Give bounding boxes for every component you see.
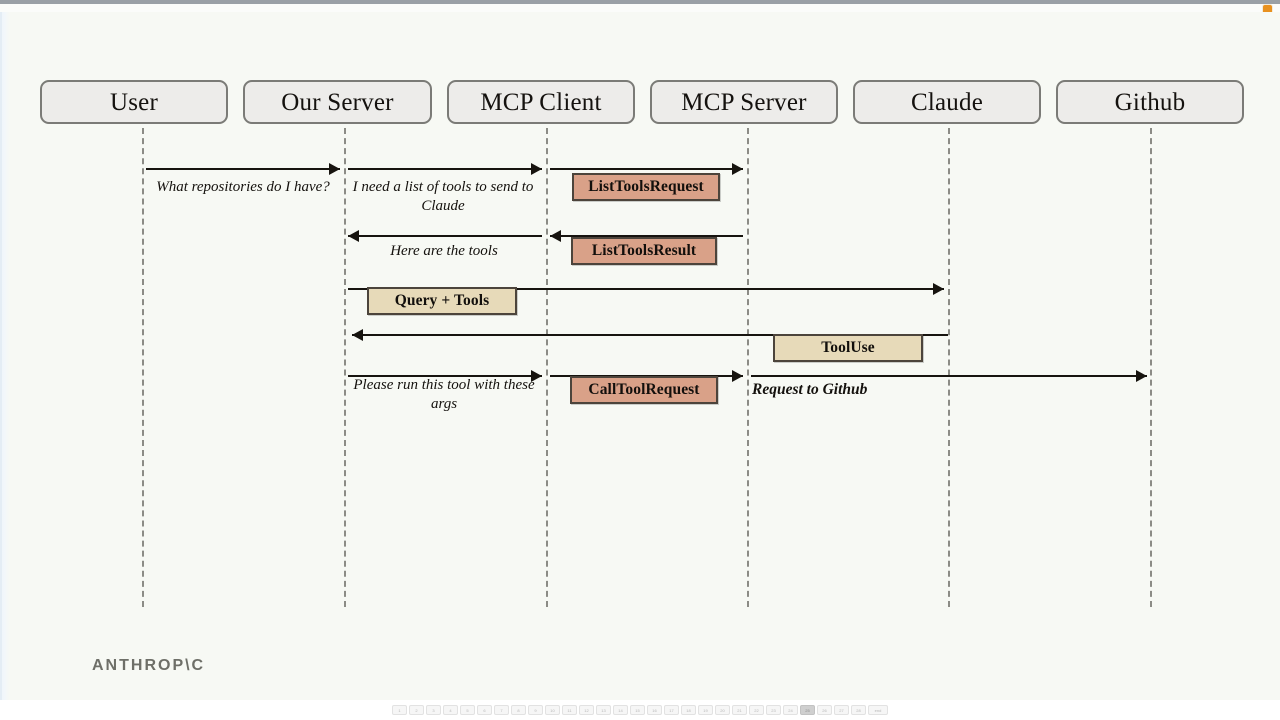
- participant-github: Github: [1056, 80, 1244, 124]
- payload-label: Query + Tools: [394, 292, 490, 310]
- arrow-line-m10: [751, 375, 1147, 377]
- message-label-m8: Please run this tool with these args: [353, 377, 535, 412]
- arrow-line-m3: [550, 168, 743, 170]
- slide-thumbnail-27[interactable]: 27: [834, 705, 849, 715]
- slide-thumbnail-8[interactable]: 8: [511, 705, 526, 715]
- left-edge-rail: [0, 12, 10, 700]
- slide-thumbnail-23[interactable]: 23: [766, 705, 781, 715]
- slide-thumbnail-15[interactable]: 15: [630, 705, 645, 715]
- slide-thumbnail-end[interactable]: end: [868, 705, 888, 715]
- arrow-head-m10: [1136, 370, 1147, 382]
- slide-thumbnail-6[interactable]: 6: [477, 705, 492, 715]
- participant-our-server: Our Server: [243, 80, 432, 124]
- arrow-head-m3: [732, 163, 743, 175]
- message-label-m2: I need a list of tools to send to Claude: [352, 179, 534, 214]
- slide-thumbnail-25[interactable]: 25: [800, 705, 815, 715]
- left-edge-line: [0, 12, 2, 700]
- slide-thumbnail-17[interactable]: 17: [664, 705, 679, 715]
- arrow-line-m5: [550, 235, 743, 237]
- payload-box-m9: CallToolRequest: [570, 376, 718, 404]
- slide-thumbnail-4[interactable]: 4: [443, 705, 458, 715]
- slide-thumbnail-22[interactable]: 22: [749, 705, 764, 715]
- participant-label: Our Server: [281, 88, 394, 116]
- message-label-m10: Request to Github: [752, 381, 868, 398]
- participant-label: MCP Client: [480, 88, 602, 116]
- payload-label: ListToolsRequest: [588, 178, 704, 196]
- slide-thumbnail-7[interactable]: 7: [494, 705, 509, 715]
- arrow-head-m5: [550, 230, 561, 242]
- lifeline-github: [1150, 128, 1152, 607]
- arrow-head-m9: [732, 370, 743, 382]
- arrow-line-m2: [348, 168, 542, 170]
- participant-claude: Claude: [853, 80, 1041, 124]
- payload-box-m5: ListToolsResult: [571, 237, 717, 265]
- arrow-line-m8: [348, 375, 542, 377]
- payload-label: CallToolRequest: [588, 381, 700, 399]
- slide-thumbnail-26[interactable]: 26: [817, 705, 832, 715]
- slide-canvas: User Our Server MCP Client MCP Server Claude…: [10, 12, 1280, 700]
- slide-thumbnail-11[interactable]: 11: [562, 705, 577, 715]
- slide-thumbnail-19[interactable]: 19: [698, 705, 713, 715]
- notification-indicator-icon[interactable]: [1263, 5, 1272, 14]
- arrow-head-m8: [531, 370, 542, 382]
- arrow-line-m6: [348, 288, 944, 290]
- payload-box-m6: Query + Tools: [367, 287, 517, 315]
- slide-thumbnail-5[interactable]: 5: [460, 705, 475, 715]
- participant-label: MCP Server: [681, 88, 807, 116]
- participant-user: User: [40, 80, 228, 124]
- slide-thumbnail-21[interactable]: 21: [732, 705, 747, 715]
- slide-thumbnail-24[interactable]: 24: [783, 705, 798, 715]
- participant-mcp-client: MCP Client: [447, 80, 635, 124]
- slide-thumbnail-10[interactable]: 10: [545, 705, 560, 715]
- slide-thumbnail-28[interactable]: 28: [851, 705, 866, 715]
- message-label-m1: What repositories do I have?: [156, 179, 330, 195]
- participant-label: Github: [1114, 88, 1186, 116]
- arrow-head-m7: [352, 329, 363, 341]
- slide-thumbnail-20[interactable]: 20: [715, 705, 730, 715]
- payload-box-m3: ListToolsRequest: [572, 173, 720, 201]
- lifeline-mcp-client: [546, 128, 548, 607]
- participant-label: Claude: [910, 88, 983, 116]
- slide-thumbnail-3[interactable]: 3: [426, 705, 441, 715]
- slide-thumbnail-1[interactable]: 1: [392, 705, 407, 715]
- lifeline-user: [142, 128, 144, 607]
- payload-label: ToolUse: [821, 339, 875, 357]
- slide-thumbnail-13[interactable]: 13: [596, 705, 611, 715]
- slide-thumbnail-12[interactable]: 12: [579, 705, 594, 715]
- lifeline-our-server: [344, 128, 346, 607]
- arrow-head-m6: [933, 283, 944, 295]
- arrow-head-m4: [348, 230, 359, 242]
- message-label-m4: Here are the tools: [390, 243, 498, 259]
- lifeline-mcp-server: [747, 128, 749, 607]
- arrow-line-m4: [348, 235, 542, 237]
- arrow-head-m2: [531, 163, 542, 175]
- arrow-line-m1: [146, 168, 340, 170]
- slide-thumbnail-16[interactable]: 16: [647, 705, 662, 715]
- window-top-bar: [0, 0, 1280, 4]
- lifeline-claude: [948, 128, 950, 607]
- window-top-strip: [0, 4, 1280, 12]
- participant-mcp-server: MCP Server: [650, 80, 838, 124]
- participant-label: User: [109, 88, 158, 116]
- payload-box-m7: ToolUse: [773, 334, 923, 362]
- anthropic-logo: ANTHROP\C: [92, 657, 206, 674]
- slide-thumbnail-14[interactable]: 14: [613, 705, 628, 715]
- slide-thumbnail-18[interactable]: 18: [681, 705, 696, 715]
- payload-label: ListToolsResult: [591, 242, 697, 260]
- slide-thumbnail-2[interactable]: 2: [409, 705, 424, 715]
- slide-thumbnail-9[interactable]: 9: [528, 705, 543, 715]
- arrow-line-m7: [352, 334, 948, 336]
- arrow-head-m1: [329, 163, 340, 175]
